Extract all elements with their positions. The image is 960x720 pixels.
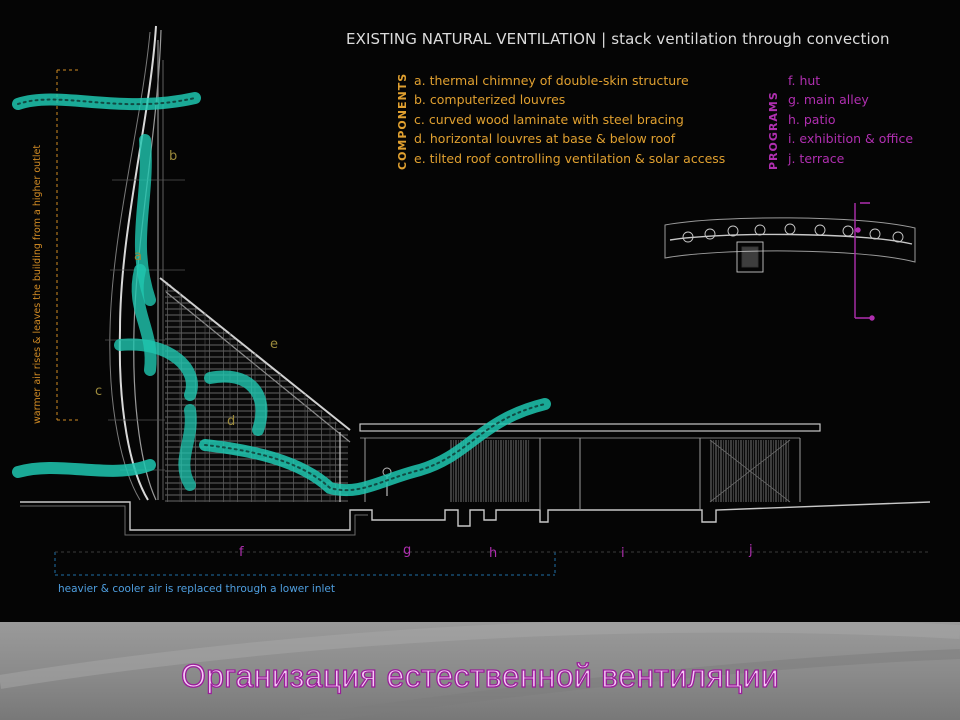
- airflow-arrows: [12, 92, 551, 497]
- slide-title: EXISTING NATURAL VENTILATION | stack ven…: [346, 30, 890, 48]
- building-section-drawing: [12, 25, 931, 576]
- components-heading: COMPONENTS: [396, 72, 409, 170]
- outlet-dimension: [56, 69, 80, 421]
- label-c: c: [95, 384, 103, 399]
- component-item: c. curved wood laminate with steel braci…: [414, 111, 684, 127]
- ground-line: [20, 501, 931, 536]
- footer-title: Организация естественной вентиляции: [180, 657, 779, 694]
- inlet-caption: heavier & cooler air is replaced through…: [58, 583, 335, 595]
- programs-heading: PROGRAMS: [767, 91, 780, 170]
- label-h: h: [489, 546, 498, 561]
- footer-swoosh: [0, 622, 960, 720]
- component-item: d. horizontal louvres at base & below ro…: [414, 131, 676, 147]
- footer-band: Организация естественной вентиляции: [0, 622, 960, 720]
- label-j: j: [749, 543, 753, 558]
- component-item: b. computerized louvres: [414, 92, 566, 108]
- program-item: j. terrace: [788, 150, 845, 166]
- program-item: g. main alley: [788, 92, 869, 108]
- program-item: i. exhibition & office: [788, 131, 914, 147]
- outlet-caption: warmer air rises & leaves the building f…: [32, 144, 43, 424]
- label-f: f: [239, 545, 244, 560]
- label-i: i: [621, 546, 625, 561]
- component-item: e. tilted roof controlling ventilation &…: [414, 150, 726, 166]
- components-list: a. thermal chimney of double-skin struct…: [414, 71, 725, 168]
- dimension-lines: [54, 551, 930, 576]
- program-item: h. patio: [788, 111, 836, 127]
- programs-list: f. hut g. main alley h. patio i. exhibit…: [788, 71, 913, 168]
- label-e: e: [270, 337, 278, 352]
- component-item: a. thermal chimney of double-skin struct…: [414, 73, 689, 88]
- section-drawing-board: EXISTING NATURAL VENTILATION | stack ven…: [12, 25, 931, 595]
- label-d: d: [227, 414, 236, 429]
- program-item: f. hut: [788, 73, 821, 88]
- label-b: b: [169, 149, 178, 164]
- site-plan: [664, 202, 916, 321]
- label-g: g: [403, 543, 412, 558]
- label-a: a: [134, 249, 142, 264]
